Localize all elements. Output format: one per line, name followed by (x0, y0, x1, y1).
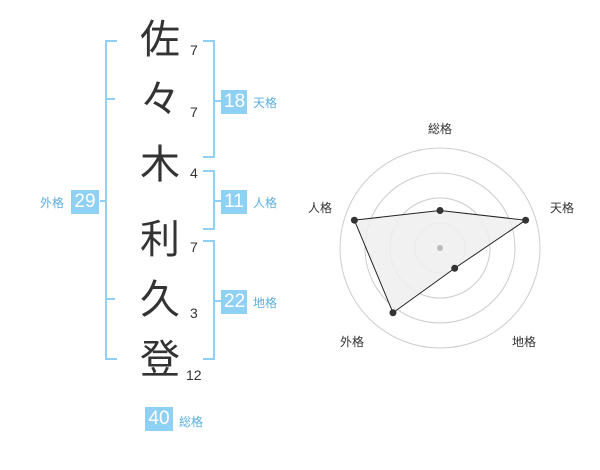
gaikaku-value-badge: 29 (71, 190, 99, 214)
radar-center-point (437, 245, 443, 251)
tenkaku-value-badge: 18 (221, 90, 247, 114)
stroke-count-3: 4 (190, 165, 198, 181)
name-char-4: 利 (140, 217, 180, 263)
stroke-count-1: 7 (190, 42, 198, 58)
stroke-count-2: 7 (190, 104, 198, 120)
radar-point-2 (522, 216, 530, 224)
outer-bracket-top (105, 40, 117, 42)
chikaku-label: 地格 (253, 296, 278, 310)
tenkaku-bracket (213, 40, 215, 158)
chikaku-value-badge: 22 (221, 290, 247, 314)
radar-axis-label-jinkaku: 人格 (308, 201, 333, 215)
name-char-3: 木 (140, 142, 180, 188)
chikaku-bracket-connector (214, 300, 222, 302)
soukaku-label: 総格 (179, 415, 204, 429)
tenkaku-label: 天格 (253, 96, 278, 110)
name-char-5: 久 (140, 277, 180, 323)
chikaku-bracket-top (203, 240, 215, 242)
outer-bracket (105, 40, 107, 360)
chikaku-bracket-bottom (203, 358, 215, 360)
radar-axis-label-gaikaku: 外格 (340, 335, 365, 349)
outer-bracket-connector (100, 200, 106, 202)
tenkaku-bracket-bottom (203, 156, 215, 158)
radar-axis-label-tenkaku: 天格 (550, 201, 575, 215)
stroke-count-4: 7 (190, 239, 198, 255)
radar-point-1 (436, 207, 444, 214)
radar-point-5 (350, 216, 358, 224)
outer-bracket-tick (105, 98, 115, 100)
name-char-6: 登 (140, 337, 180, 383)
radar-axis-label-soukaku: 総格 (428, 122, 453, 136)
radar-axis-label-chikaku: 地格 (512, 335, 537, 349)
stroke-count-6: 12 (186, 367, 202, 383)
jinkaku-bracket-connector (214, 200, 222, 202)
jinkaku-value-badge: 11 (221, 190, 247, 214)
name-char-2: 々 (140, 77, 180, 123)
radar-point-4 (389, 309, 397, 317)
gaikaku-label: 外格 (40, 196, 65, 210)
radar-grid-ring (339, 147, 541, 349)
name-char-1: 佐 (140, 17, 180, 63)
radar-grid-ring (364, 172, 516, 324)
outer-bracket-bottom (105, 358, 117, 360)
jinkaku-bracket-top (203, 170, 215, 172)
tenkaku-bracket-top (203, 40, 215, 42)
jinkaku-bracket-bottom (203, 228, 215, 230)
radar-point-3 (451, 264, 459, 272)
tenkaku-bracket-connector (214, 100, 222, 102)
outer-bracket-tick (105, 298, 115, 300)
stroke-count-5: 3 (190, 305, 198, 321)
soukaku-value-badge: 40 (145, 407, 173, 431)
jinkaku-label: 人格 (253, 196, 278, 210)
radar-series-polygon (353, 209, 527, 314)
